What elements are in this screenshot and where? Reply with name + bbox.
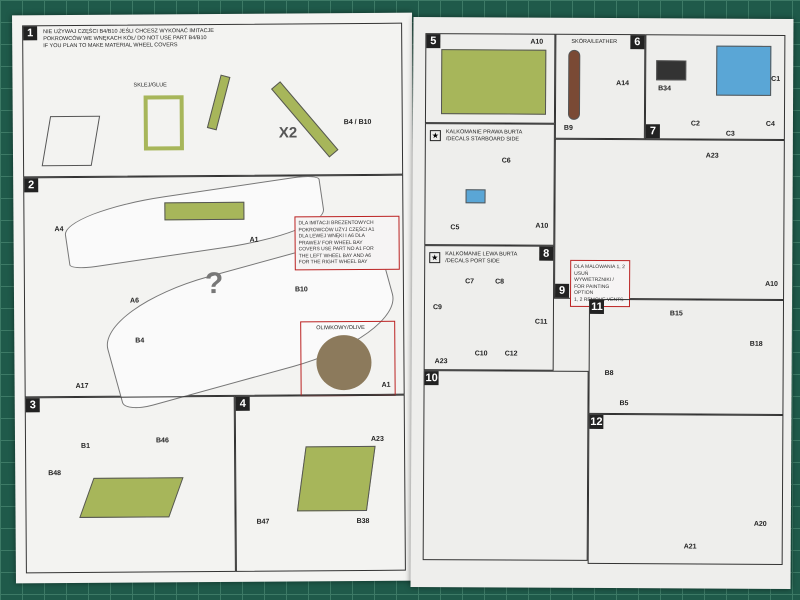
part-label: A21 [683, 543, 697, 551]
wheel-cover-part [41, 115, 101, 167]
left-page: 1 NIE UŻYWAJ CZĘŚCI B4/B10 JEŚLI CHCESZ … [12, 12, 416, 584]
star-icon: ★ [429, 252, 441, 264]
part-strip [271, 81, 339, 158]
parts-label: B4 / B10 [343, 118, 372, 127]
step-7-panel: 7 B34 C1 C2 C3 C4 [644, 34, 786, 140]
decals-title: KALKOMANIE PRAWA BURTA /DECALS STARBOARD… [445, 129, 523, 143]
part-label: A1 [249, 236, 259, 244]
part-label: A17 [75, 382, 89, 390]
olive-inset: OLIWKOWY/OLIVE A1 [300, 320, 396, 397]
glue-label: SKLEJ/GLUE [133, 82, 167, 89]
step-10-panel: 10 [422, 370, 589, 561]
step-5-panel: 5 A10 [424, 33, 556, 124]
part-label: C12 [504, 350, 518, 358]
part-label: A6 [129, 297, 139, 305]
step-number: 12 [589, 414, 604, 430]
step-number: 8 [539, 246, 554, 261]
step-1-panel: 1 NIE UŻYWAJ CZĘŚCI B4/B10 JEŚLI CHCESZ … [22, 22, 404, 178]
part-label: B10 [294, 286, 308, 294]
step-2-panel: 2 A4 A1 A6 B10 B4 A17 ? DLA IMITACJI BRE… [23, 173, 405, 414]
part-label: A23 [370, 435, 384, 443]
question-mark: ? [204, 266, 224, 301]
part-label: B48 [48, 470, 62, 478]
part-frame [143, 95, 184, 151]
wheel-bay-olive [164, 201, 245, 221]
part-label: C7 [465, 278, 475, 286]
step-number: 6 [630, 35, 645, 50]
step-number: 3 [25, 398, 40, 413]
part-label: B9 [563, 124, 573, 132]
part-label: C5 [450, 224, 460, 232]
step-8-panel: 8 ★ KALKOMANIE LEWA BURTA /DECALS PORT S… [423, 245, 555, 371]
part-label: A10 [535, 222, 549, 230]
part-label: C1 [771, 75, 781, 83]
part-label: C10 [474, 350, 488, 358]
color-label: OLIWKOWY/OLIVE [316, 324, 365, 332]
instrument-panel-blue [716, 45, 772, 96]
part-label: A23 [434, 358, 448, 366]
part-label: B34 [658, 85, 671, 93]
multiplier: X2 [278, 124, 298, 142]
star-icon: ★ [429, 130, 441, 142]
step-3-panel: 3 B1 B46 B48 [24, 395, 236, 574]
part-label: C8 [495, 278, 505, 286]
step-6-panel: 6 SKÓRA/LEATHER A14 B9 [554, 33, 646, 140]
step-number: 10 [424, 371, 439, 386]
step-note: NIE UŻYWAJ CZĘŚCI B4/B10 JEŚLI CHCESZ WY… [43, 27, 215, 50]
part-label: A10 [765, 280, 778, 288]
part-label: B4 [135, 337, 145, 345]
step-12-panel: 12 A20 A21 [587, 413, 784, 565]
part-label: C2 [690, 120, 700, 128]
part-label: B15 [669, 310, 683, 318]
part-label: A10 [530, 38, 544, 46]
step-number: 11 [589, 299, 605, 315]
part-label: C11 [534, 318, 548, 326]
part-label: B38 [356, 517, 370, 526]
cockpit-side-olive [440, 49, 547, 115]
part-label: A14 [616, 80, 630, 88]
part-label: A4 [54, 226, 64, 234]
part-label: B47 [256, 518, 270, 526]
part-b34 [656, 60, 687, 81]
decal-c5 [465, 189, 486, 204]
wheel-bay-olive [79, 477, 184, 518]
wheel-cover-note: DLA IMITACJI BREZENTOWYCH POKROWCÓW UŻYJ… [294, 215, 400, 270]
part-label: C6 [501, 157, 511, 165]
right-page: 5 A10 6 SKÓRA/LEATHER A14 B9 7 B34 C1 C2… [410, 17, 794, 589]
part-label: C9 [432, 304, 442, 312]
step-number: 1 [23, 26, 38, 41]
part-label: B46 [155, 437, 169, 445]
wheel-cover-olive [316, 334, 372, 391]
step-number: 5 [426, 34, 441, 49]
step-number: 9 [555, 283, 570, 298]
decals-title: KALKOMANIE LEWA BURTA /DECALS PORT SIDE [445, 251, 518, 265]
part-label: C4 [765, 120, 775, 128]
part-label: B5 [619, 400, 629, 408]
decals-starboard-panel: ★ KALKOMANIE PRAWA BURTA /DECALS STARBOA… [424, 123, 555, 246]
step-number: 7 [645, 124, 660, 139]
step-11-panel: 11 B15 B18 B8 B5 [588, 298, 785, 415]
seat-leather [567, 49, 581, 120]
part-label: B1 [81, 442, 91, 450]
part-label: C3 [725, 130, 735, 138]
part-label: B8 [604, 370, 614, 378]
part-strip [206, 74, 231, 131]
part-label: A20 [753, 520, 767, 528]
part-label: A23 [705, 152, 719, 160]
step-9-panel: 9 A23 A10 DLA MALOWANIA 1, 2 USUŃ WYWIET… [554, 138, 785, 308]
step-4-panel: 4 A23 B47 B38 [234, 394, 406, 572]
part-label: A1 [381, 381, 391, 389]
part-label: B18 [749, 340, 763, 348]
leather-label: SKÓRA/LEATHER [571, 38, 618, 46]
step-number: 2 [24, 178, 39, 193]
wheel-bay-olive [296, 445, 376, 512]
step-number: 4 [235, 396, 250, 411]
